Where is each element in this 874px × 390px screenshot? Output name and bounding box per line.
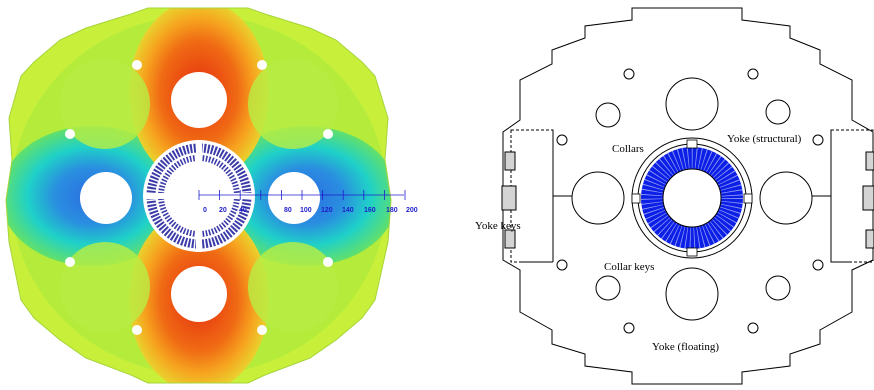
left-yoke-split xyxy=(510,129,554,263)
tick-label-0: 0 xyxy=(203,207,207,214)
medium-hole-bottom-right xyxy=(765,275,791,301)
top-yoke-hole-outline xyxy=(665,77,719,131)
label-yoke-floating: Yoke (floating) xyxy=(652,341,719,353)
right-yoke-hole xyxy=(268,172,320,224)
tick-label-120: 120 xyxy=(321,207,333,214)
label-collar-keys: Collar keys xyxy=(604,261,654,273)
coil-strands xyxy=(641,147,743,249)
label-collars: Collars xyxy=(612,143,644,155)
medium-hole-top-right xyxy=(765,99,791,125)
cross-section-panel xyxy=(501,7,874,385)
medium-hole-top-left xyxy=(595,102,621,128)
coil-gaps xyxy=(144,140,254,252)
top-yoke-hole xyxy=(171,72,227,128)
left-yoke-hole xyxy=(80,172,132,224)
yoke-keys xyxy=(501,151,874,249)
tick-label-20: 20 xyxy=(219,207,227,214)
tick-label-100: 100 xyxy=(300,207,312,214)
label-yoke-keys: Yoke keys xyxy=(475,220,521,232)
medium-hole-bottom-left xyxy=(595,275,621,301)
bottom-yoke-hole-outline xyxy=(665,267,719,321)
right-yoke-hole-outline xyxy=(759,171,813,225)
left-yoke-hole-outline xyxy=(571,171,625,225)
tick-label-160: 160 xyxy=(364,207,376,214)
bottom-yoke-hole xyxy=(171,266,227,322)
collar-keys xyxy=(631,139,753,257)
tick-label-180: 180 xyxy=(386,207,398,214)
tick-label-140: 140 xyxy=(342,207,354,214)
field-map-panel: 0 20 40 80 100 120 140 160 180 200 xyxy=(5,7,418,384)
label-yoke-structural: Yoke (structural) xyxy=(727,133,802,145)
coil-bore xyxy=(662,168,722,228)
tick-label-40: 40 xyxy=(239,207,247,214)
radial-axis: 0 20 40 80 100 120 140 160 180 200 xyxy=(198,190,418,214)
yoke-outer-outline xyxy=(502,7,874,385)
small-holes xyxy=(65,60,333,335)
tick-label-200: 200 xyxy=(406,207,418,214)
tick-label-80: 80 xyxy=(284,207,292,214)
yoke-outline xyxy=(5,7,392,384)
